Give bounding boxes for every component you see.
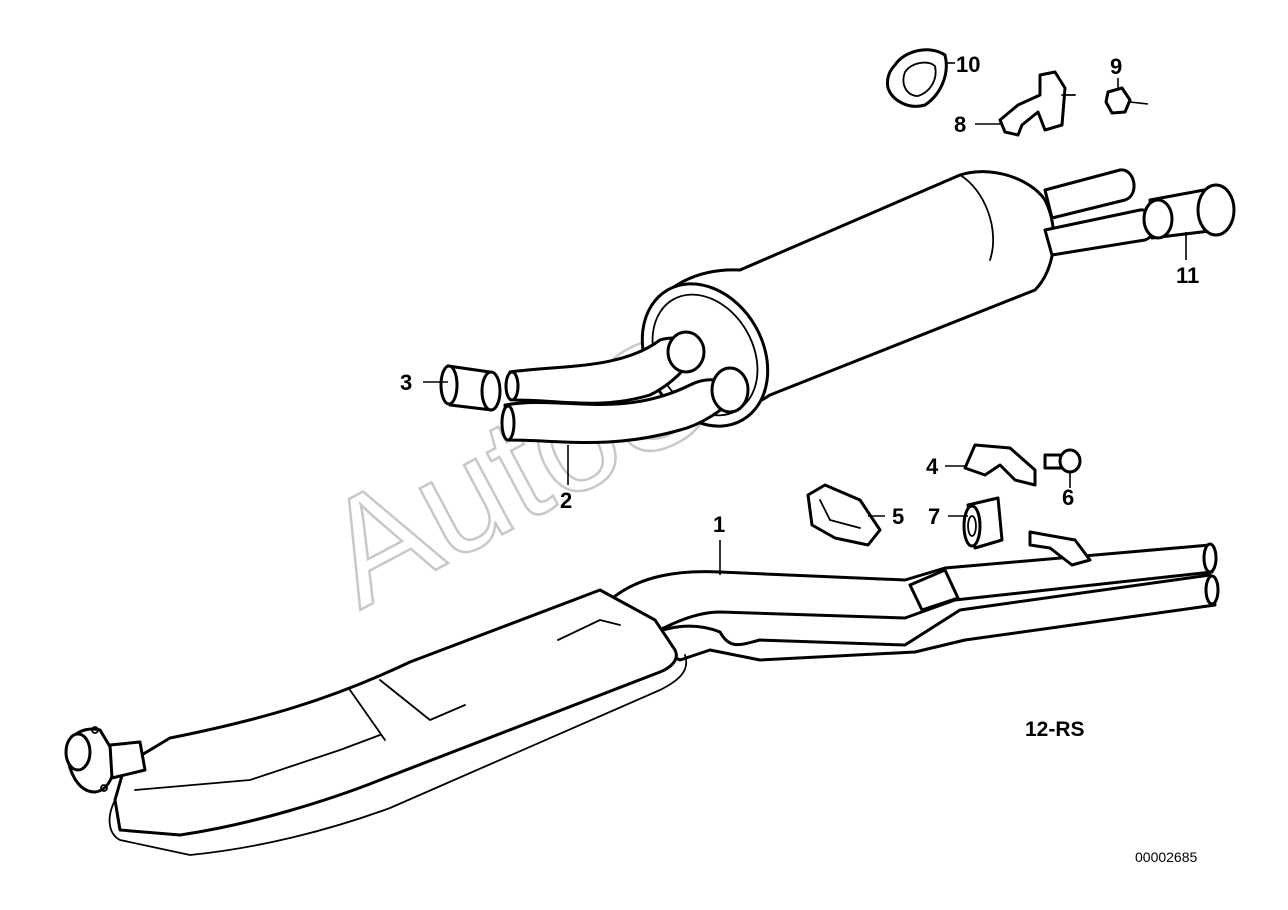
reference-number: 00002685 [1135,849,1198,865]
gasket[interactable] [886,48,948,108]
nut[interactable] [1104,86,1149,115]
callout-5: 5 [892,504,904,529]
callout-6: 6 [1062,485,1074,510]
pipe-sleeve[interactable] [439,364,502,412]
front-pipe-middle-silencer[interactable] [64,530,1220,856]
bolt[interactable] [1043,448,1082,474]
callout-11: 11 [1176,263,1199,288]
callout-4: 4 [926,454,939,479]
callout-10: 10 [956,52,980,77]
rear-silencer[interactable] [500,168,1156,449]
callout-8: 8 [954,112,966,137]
callout-2: 2 [560,488,572,513]
tailpipe-trim[interactable] [1142,183,1236,240]
clamp[interactable] [963,443,1037,487]
callout-3: 3 [400,370,412,395]
callout-1: 1 [713,512,725,537]
callout-7: 7 [928,504,940,529]
hanger[interactable] [998,70,1076,137]
rubber-mount[interactable] [962,496,1004,550]
callout-9: 9 [1110,54,1122,79]
bracket[interactable] [806,483,882,547]
diagram-code: 12-RS [1025,718,1085,741]
leader-lines [423,62,1187,575]
